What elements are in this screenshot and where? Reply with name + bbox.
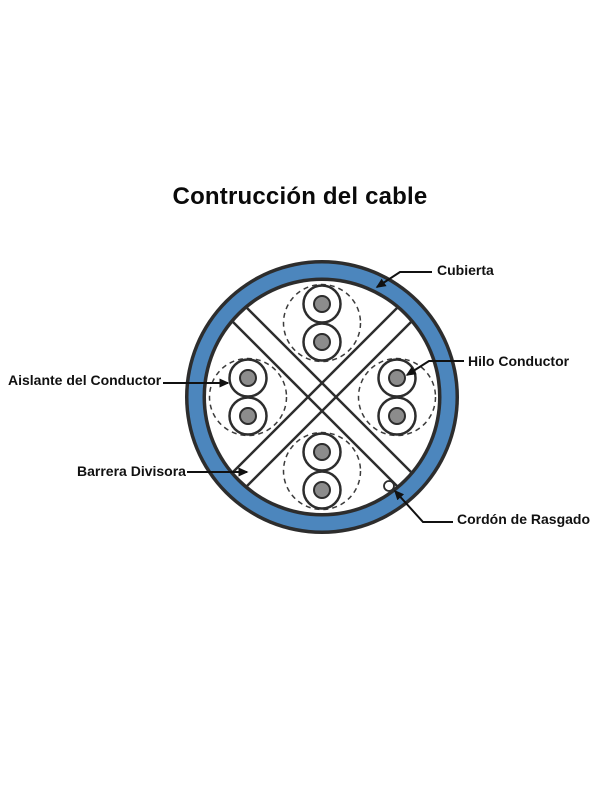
label-barrera-divisora: Barrera Divisora (77, 463, 186, 479)
divider-cross (231, 306, 413, 488)
label-aislante-del-conductor: Aislante del Conductor (8, 372, 162, 388)
leader-line-cubierta (375, 271, 432, 288)
label-cordon-de-rasgado: Cordón de Rasgado (457, 511, 591, 527)
leader-line-cordon (393, 489, 453, 523)
divider-line-nw-se-lower (231, 320, 399, 488)
conductor-core (313, 481, 331, 499)
label-hilo-conductor: Hilo Conductor (468, 353, 570, 369)
cable-interior (206, 281, 438, 513)
divider-line-ne-sw-lower (245, 320, 413, 488)
conductor-core (313, 333, 331, 351)
ripcord-circle (383, 480, 395, 492)
leader-line-hilo-conductor (405, 360, 464, 376)
conductor-core (313, 295, 331, 313)
conductor-core (239, 369, 257, 387)
divider-line-nw-se-upper (245, 306, 413, 474)
conductor-core (239, 407, 257, 425)
conductor-core (313, 443, 331, 461)
label-cubierta: Cubierta (437, 262, 494, 278)
wire-pair-top (282, 283, 362, 363)
divider-line-ne-sw-upper (231, 306, 399, 474)
conductor-core (388, 407, 406, 425)
conductor-core (388, 369, 406, 387)
cable-jacket (185, 260, 459, 534)
wire-pair-left (208, 357, 288, 437)
page-title: Contrucción del cable (172, 183, 428, 210)
wire-pair-bottom (282, 431, 362, 511)
